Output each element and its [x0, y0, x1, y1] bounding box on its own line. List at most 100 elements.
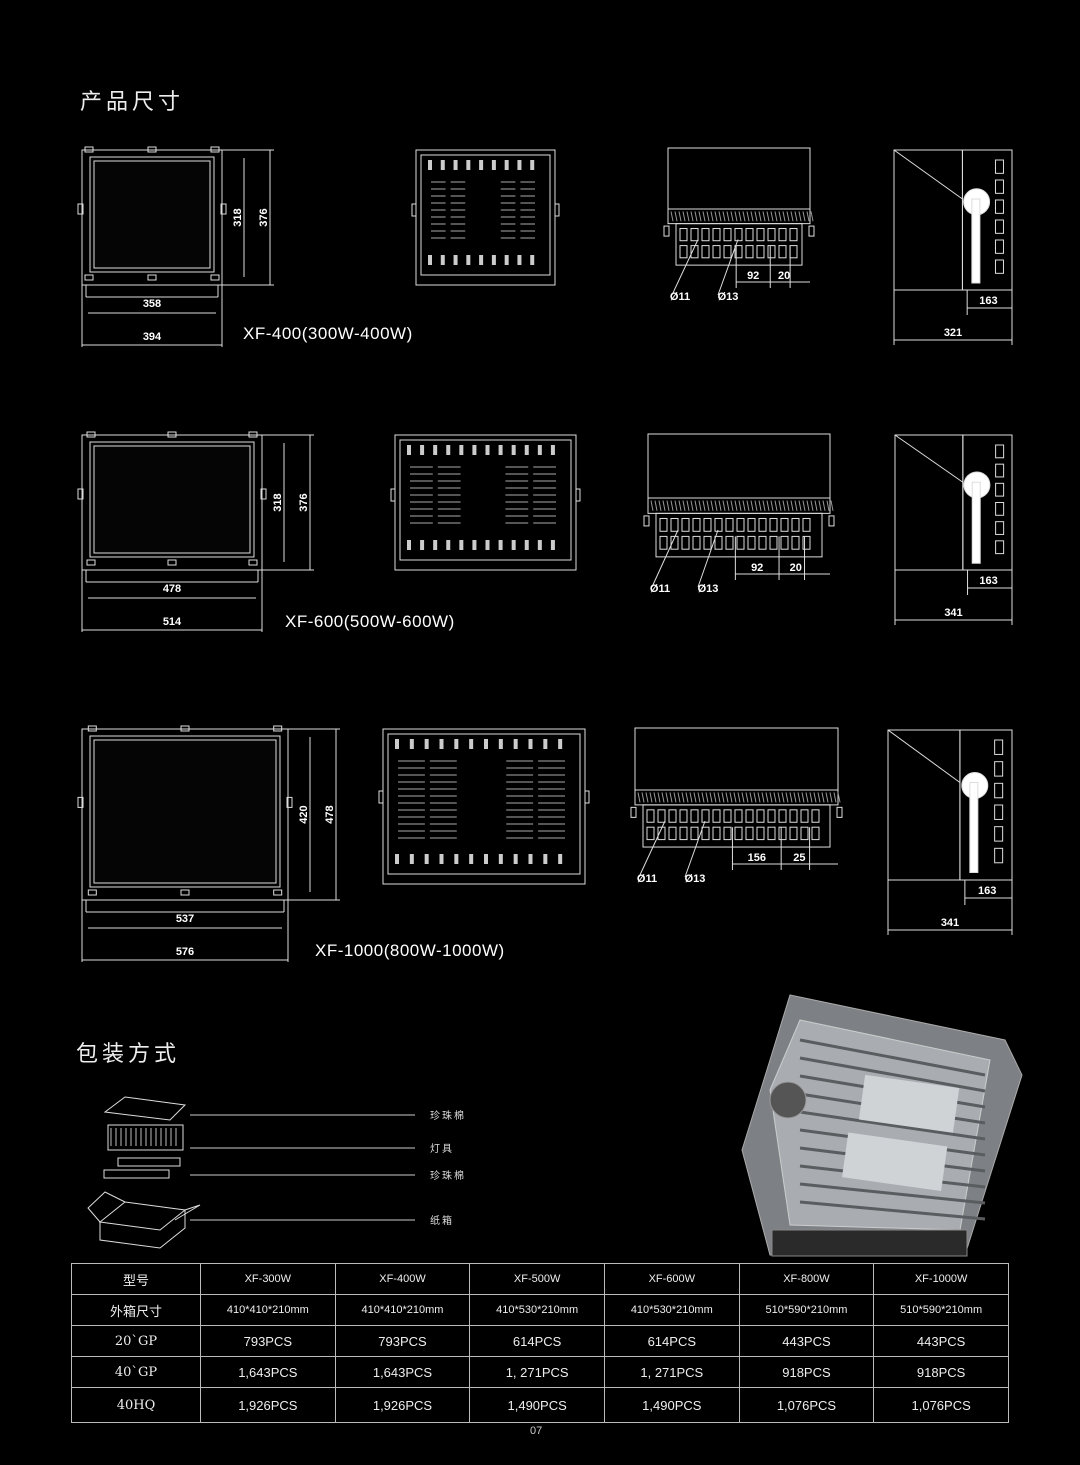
fin-slot: [440, 255, 445, 265]
pivot-arm: [969, 782, 979, 873]
front-view-outline: [81, 149, 223, 286]
rail-tooth: [770, 211, 774, 222]
fin-slot: [485, 445, 490, 455]
fin-slot: [524, 445, 529, 455]
mount-hole: [736, 535, 745, 550]
fin-slot: [479, 255, 484, 265]
rail-tooth: [726, 500, 730, 511]
fin-slot: [513, 854, 518, 864]
rail-tooth: [786, 500, 790, 511]
rail-tooth: [793, 792, 797, 803]
rail-tooth: [781, 792, 785, 803]
rail-tooth: [757, 792, 761, 803]
rail-tooth: [689, 792, 693, 803]
cell: 1,490PCS: [603, 1387, 740, 1423]
fin-slot: [466, 255, 471, 265]
side-diagonal: [894, 434, 964, 483]
rail-tooth: [697, 792, 701, 803]
fin-slot: [479, 160, 484, 170]
fin-slot: [420, 445, 425, 455]
rail-tooth: [790, 500, 794, 511]
rail-tooth: [794, 500, 798, 511]
rail-tooth: [662, 500, 666, 511]
side-slot: [995, 502, 1005, 516]
table-row: 40`GP 1,643PCS 1,643PCS 1, 271PCS 1, 271…: [71, 1356, 1009, 1388]
mount-hole: [679, 245, 688, 259]
rail-tooth: [806, 211, 810, 222]
mount-hole: [668, 809, 677, 823]
mount-hole: [734, 826, 743, 841]
rail-tooth: [766, 211, 770, 222]
mount-hole: [723, 826, 732, 841]
front-glass-inner: [93, 739, 277, 884]
rail-tooth: [705, 792, 709, 803]
rail-tooth: [706, 500, 710, 511]
rail-tooth: [670, 211, 674, 222]
cell: 1,076PCS: [873, 1387, 1009, 1423]
table-row: 20`GP 793PCS 793PCS 614PCS 614PCS 443PCS…: [71, 1325, 1009, 1357]
rail-tooth: [702, 211, 706, 222]
cell: 410*410*210mm: [334, 1294, 471, 1326]
fin-slot: [395, 739, 399, 749]
cell: 443PCS: [738, 1325, 875, 1357]
fin-slot: [530, 160, 535, 170]
mount-hole: [690, 245, 699, 259]
cell: 410*530*210mm: [469, 1294, 605, 1326]
fin-slot: [446, 445, 451, 455]
mount-hole: [701, 826, 710, 841]
cell: 1,076PCS: [738, 1387, 875, 1423]
pivot-arm: [971, 198, 981, 284]
rail-tooth: [682, 500, 686, 511]
cell: 1,643PCS: [200, 1356, 336, 1388]
side-slot: [994, 804, 1004, 820]
driver-plate: [858, 1074, 960, 1133]
fin-slot: [459, 540, 464, 550]
mount-hole: [780, 535, 789, 550]
mount-hole: [679, 228, 688, 242]
front-clip: [273, 889, 283, 896]
side-housing: [893, 149, 963, 291]
rail-tooth: [810, 211, 814, 222]
foam-base-1: [117, 1157, 181, 1167]
front-height-inner-label: 318: [272, 493, 284, 511]
mount-hole: [791, 535, 800, 550]
fin-slot: [459, 445, 464, 455]
rail-tooth: [817, 792, 821, 803]
fin-slot: [484, 739, 488, 749]
mount-hole: [802, 517, 811, 532]
rail-tooth: [774, 500, 778, 511]
fin-slot: [498, 854, 503, 864]
fin-slot: [466, 160, 471, 170]
fin-slot: [424, 739, 429, 749]
rail-tooth: [698, 500, 702, 511]
side-slot: [994, 259, 1004, 274]
fin-slot: [485, 540, 490, 550]
mount-hole: [778, 826, 787, 841]
rail-tooth: [721, 792, 725, 803]
rail-tooth: [773, 792, 777, 803]
rail-tooth: [710, 500, 714, 511]
rail-tooth: [822, 500, 826, 511]
side-depth-label: 163: [978, 885, 996, 897]
side-knob: [575, 488, 581, 502]
cell: 793PCS: [334, 1325, 471, 1357]
mount-hole: [670, 535, 679, 550]
mount-hole: [756, 826, 765, 841]
rail-tooth: [657, 792, 661, 803]
fin-slot: [440, 160, 445, 170]
front-width-outer-label: 514: [163, 616, 182, 628]
rail-tooth: [754, 500, 758, 511]
rail-tooth: [706, 211, 710, 222]
rail-tooth: [678, 500, 682, 511]
side-knob: [77, 203, 84, 215]
mount-hole: [723, 245, 732, 259]
mount-hole: [778, 245, 787, 259]
fin-slot: [504, 255, 509, 265]
mount-hole: [690, 826, 699, 841]
front-clip: [210, 274, 220, 281]
front-clip: [87, 889, 97, 896]
rail-tooth: [742, 500, 746, 511]
front-view-outline: [81, 434, 263, 571]
side-knob: [808, 225, 815, 237]
packaging-title: 包装方式: [76, 1042, 181, 1067]
